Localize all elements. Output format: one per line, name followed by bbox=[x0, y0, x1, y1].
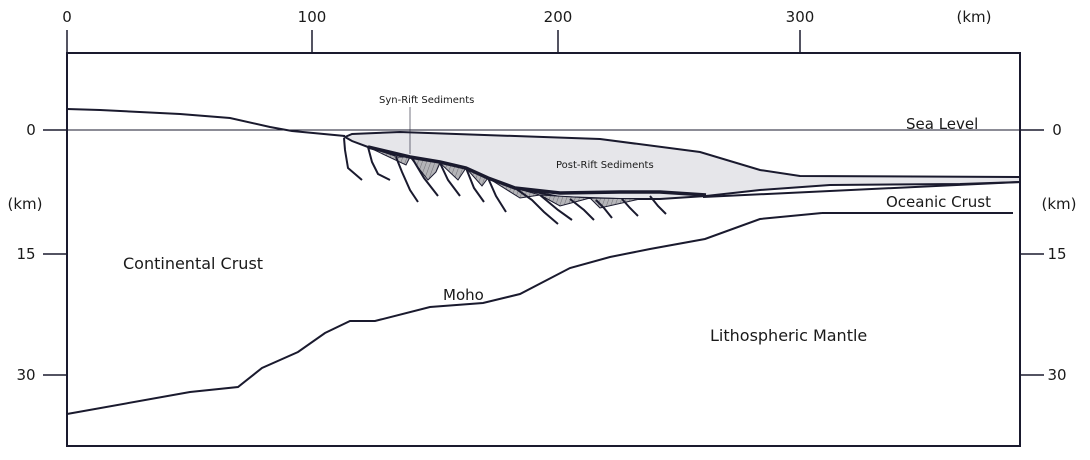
fault-11 bbox=[595, 199, 613, 219]
fault-1 bbox=[343, 137, 363, 181]
right-axis-unit: (km) bbox=[1041, 195, 1076, 213]
oceanic-crust-base bbox=[702, 181, 1021, 198]
top-axis-label-200: 200 bbox=[544, 8, 573, 26]
fault-5 bbox=[439, 162, 461, 197]
right-axis-label-15: 15 bbox=[1047, 245, 1066, 263]
continental-crust-label: Continental Crust bbox=[123, 254, 263, 273]
top-axis-unit: (km) bbox=[956, 8, 991, 26]
fault-13 bbox=[649, 195, 667, 215]
lithospheric-mantle-label: Lithospheric Mantle bbox=[710, 326, 867, 345]
fault-2 bbox=[367, 146, 391, 181]
post-rift-label: Post-Rift Sediments bbox=[556, 160, 654, 171]
top-axis-label-100: 100 bbox=[298, 8, 327, 26]
top-axis bbox=[66, 30, 801, 53]
section-frame bbox=[66, 52, 1021, 447]
left-axis-unit: (km) bbox=[7, 195, 42, 213]
fault-12 bbox=[621, 198, 639, 217]
right-axis-label-30: 30 bbox=[1047, 366, 1066, 384]
top-axis-label-300: 300 bbox=[786, 8, 815, 26]
basement-surface bbox=[66, 108, 346, 137]
left-axis-label-30: 30 bbox=[16, 366, 35, 384]
right-axis bbox=[1020, 129, 1044, 376]
fault-8 bbox=[514, 187, 559, 225]
fault-7 bbox=[487, 177, 507, 213]
oceanic-crust-label: Oceanic Crust bbox=[886, 193, 991, 211]
left-axis bbox=[43, 129, 67, 376]
fault-9 bbox=[539, 194, 573, 221]
moho-line bbox=[66, 212, 823, 415]
fault-6 bbox=[465, 167, 485, 203]
syn-rift-wedge-7 bbox=[588, 197, 641, 209]
moho-label: Moho bbox=[443, 286, 484, 304]
syn-rift-wedges bbox=[367, 146, 641, 209]
fault-3 bbox=[395, 156, 419, 203]
fault-4 bbox=[411, 157, 439, 197]
normal-faults bbox=[343, 137, 667, 225]
right-axis-label-0: 0 bbox=[1052, 121, 1062, 139]
syn-rift-label: Syn-Rift Sediments bbox=[379, 95, 474, 106]
left-axis-label-0: 0 bbox=[26, 121, 36, 139]
left-axis-label-15: 15 bbox=[16, 245, 35, 263]
syn-rift-top-boundary bbox=[367, 145, 707, 197]
fault-10 bbox=[569, 198, 595, 221]
sea-level-label: Sea Level bbox=[906, 115, 978, 133]
top-axis-label-0: 0 bbox=[62, 8, 72, 26]
